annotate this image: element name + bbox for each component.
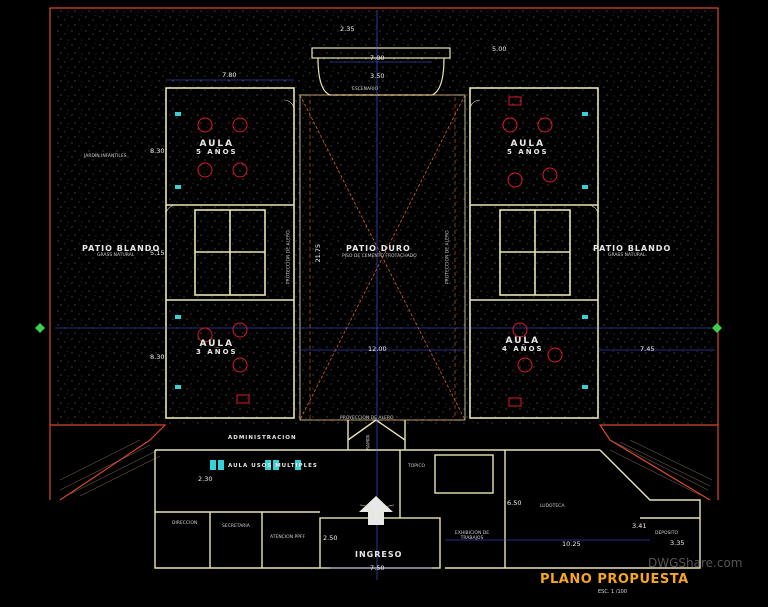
dim-2-50: 2.50: [323, 534, 338, 542]
ludoteca-label: LUDOTECA: [540, 504, 565, 509]
patio-duro-label: PATIO DURO: [346, 244, 411, 253]
dim-3-50: 3.50: [370, 72, 385, 80]
door-swings: [165, 99, 599, 519]
left-classroom-block: [165, 87, 295, 419]
direccion-label: DIRECCION: [172, 521, 198, 526]
classroom-furniture: [197, 96, 563, 407]
dim-8-30-bottom: 8.30: [150, 353, 165, 361]
ingreso-label: INGRESO: [355, 550, 403, 559]
dim-12-00: 12.00: [368, 345, 387, 353]
watermark: DWGShare.com: [648, 556, 743, 570]
topico-label: TOPICO: [408, 464, 426, 469]
patio-duro: [299, 94, 466, 421]
dim-5-15: 5.15: [150, 249, 165, 257]
patio-blando-left-label: PATIO BLANDO: [82, 244, 161, 253]
grass-left-label: GRASS NATURAL: [97, 253, 135, 258]
dim-21-75: 21.75: [314, 243, 323, 263]
dim-7-00: 7.00: [370, 54, 385, 62]
rampa-label: RAMPA: [366, 434, 372, 450]
proteccion-left-label: PROTECCION DE ALERO: [286, 230, 292, 285]
admin-building: [154, 419, 701, 569]
dim-5-00: 5.00: [492, 45, 507, 53]
patio-blando-right-label: PATIO BLANDO: [593, 244, 672, 253]
grass-area: [55, 10, 715, 425]
aula-usos-label: AULA USOS MULTIPLES: [228, 463, 318, 469]
dim-6-50: 6.50: [507, 499, 522, 507]
dimension-lines: [55, 10, 715, 580]
drawing-scale: ESC. 1 /100: [598, 589, 628, 595]
dim-3-35: 3.35: [670, 539, 685, 547]
atencion-label: ATENCION PPFF: [270, 535, 306, 540]
grass-right-label: GRASS NATURAL: [608, 253, 646, 258]
dim-7-50: 7.50: [370, 564, 385, 572]
dim-10-25: 10.25: [562, 540, 581, 548]
dim-3-41: 3.41: [632, 522, 647, 530]
proteccion-right-label: PROTECCION DE ALERO: [445, 230, 451, 285]
escenario-label: ESCENARIO: [352, 87, 379, 92]
dim-7-80: 7.80: [222, 71, 237, 79]
administracion-label: ADMINISTRACION: [228, 435, 297, 441]
deposito-label: DEPOSITO: [655, 531, 679, 536]
jardin-label: JARDIN INFANTILES: [84, 154, 127, 159]
exhibicion-label: EXHIBICION DE TRABAJOS: [454, 531, 490, 541]
dim-7-45: 7.45: [640, 345, 655, 353]
dim-8-30-top: 8.30: [150, 147, 165, 155]
hatch-band: [59, 439, 713, 497]
right-classroom-block: [469, 87, 599, 419]
fixtures: [175, 112, 588, 470]
dim-2-30: 2.30: [198, 475, 213, 483]
dim-2-35: 2.35: [340, 25, 355, 33]
drawing-title: PLANO PROPUESTA: [540, 572, 689, 587]
site-boundary: [49, 7, 719, 501]
axis-marker: [35, 323, 722, 333]
secretaria-label: SECRETARIA: [222, 524, 250, 529]
entrance-arrow: [359, 496, 393, 525]
piso-label: PISO DE CEMENTO FROTACHADO: [342, 254, 417, 259]
proyeccion-alero-label: PROYECCION DE ALERO: [340, 416, 394, 421]
